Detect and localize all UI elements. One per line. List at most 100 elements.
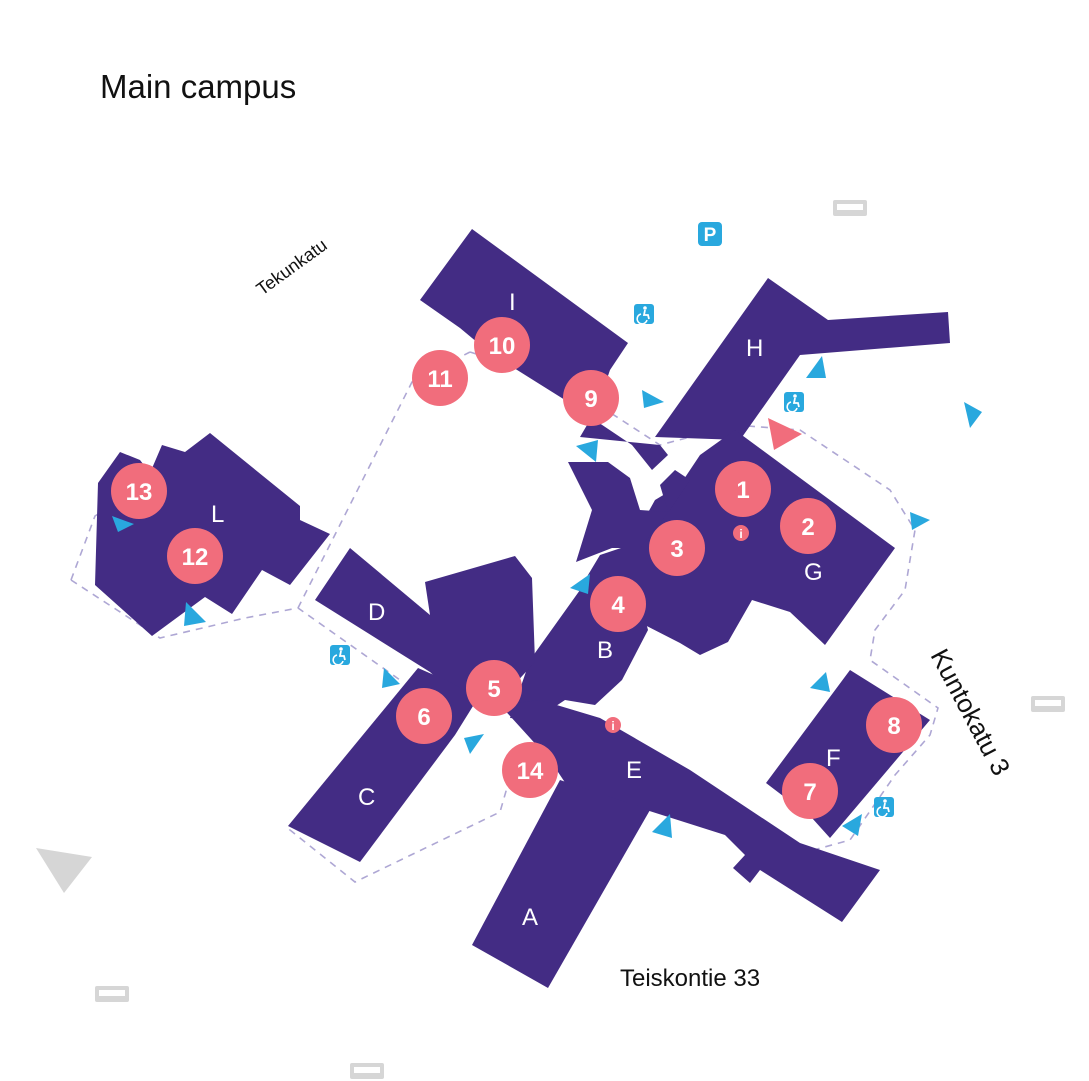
marker-6[interactable]: 6 [396,688,452,744]
entrance-arrows [112,356,982,838]
parking-label: P [704,225,717,246]
street-label-kuntokatu: Kuntokatu 3 [925,644,1017,781]
entrance-arrow-icon [576,440,598,462]
bus-stop-icon [350,1063,384,1079]
building-label-d: D [368,599,385,626]
marker-9[interactable]: 9 [563,370,619,426]
entrance-arrow-icon [910,512,930,530]
marker-2[interactable]: 2 [780,498,836,554]
info-icon: i [605,717,621,733]
entrance-arrow-icon [184,602,206,626]
walkway [734,424,939,863]
marker-label: 10 [489,333,516,360]
marker-11[interactable]: 11 [412,350,468,406]
main-entrance-icon [768,418,802,450]
street-label-teiskontie: Teiskontie 33 [620,965,760,992]
wheelchair-icon [874,797,894,818]
walkway [288,659,516,883]
road-kuntokatu-stub-right [893,390,970,392]
entrance-arrow-icon [652,814,672,838]
marker-label: 14 [517,758,544,785]
building-label-c: C [358,784,375,811]
parking-icon: P [698,222,722,246]
entrance-arrow-icon [842,814,862,836]
building-label-g: G [804,559,823,586]
building-label-h: H [746,335,763,362]
building-label-b: B [597,637,613,664]
road-teiskontie [62,1015,1089,1043]
roads [36,5,1089,1043]
wheelchair-icon [634,304,654,325]
building-label-i: I [509,289,516,316]
bus-stops [95,200,1065,1079]
marker-label: 4 [611,592,625,619]
marker-8[interactable]: 8 [866,697,922,753]
marker-7[interactable]: 7 [782,763,838,819]
info-label: i [611,719,614,733]
accessible-icons [330,304,894,818]
road-tekunkatu-stub-2 [652,86,655,118]
marker-1[interactable]: 1 [715,461,771,517]
exit-arrowhead [36,848,92,893]
info-icon: i [733,525,749,541]
marker-10[interactable]: 10 [474,317,530,373]
bus-stop-icon [95,986,129,1002]
marker-label: 13 [126,479,153,506]
building-d [315,548,535,700]
marker-label: 6 [417,704,430,731]
building-e [500,700,880,922]
marker-12[interactable]: 12 [167,528,223,584]
entrance-arrow-icon [642,390,664,408]
building-b-connector [568,462,690,562]
marker-4[interactable]: 4 [590,576,646,632]
walkway [70,579,401,681]
building-label-f: F [826,745,841,772]
marker-label: 1 [736,477,749,504]
building-label-e: E [626,757,642,784]
marker-label: 11 [427,366,452,393]
road-west-vertical [92,668,170,885]
road-tekunkatu-stub [338,273,358,305]
marker-label: 7 [803,779,816,806]
road-west-exit [66,862,240,1030]
entrance-arrow-icon [112,516,134,532]
road-kuntokatu [868,5,1055,1040]
wheelchair-icon [784,392,804,413]
entrance-arrow-icon [810,672,830,692]
marker-label: 8 [887,713,900,740]
marker-label: 5 [487,676,500,703]
marker-label: 2 [801,514,814,541]
road-kuntokatu-parking [860,400,972,528]
marker-14[interactable]: 14 [502,742,558,798]
marker-3[interactable]: 3 [649,520,705,576]
map-title: Main campus [100,68,297,105]
building-f [766,670,930,838]
info-label: i [739,527,742,541]
building-c [288,668,478,862]
road-kuntokatu-stub-mid [908,600,998,608]
bus-stop-icon [833,200,867,216]
marker-label: 3 [670,536,683,563]
marker-label: 9 [584,386,597,413]
marker-5[interactable]: 5 [466,660,522,716]
street-label-tekunkatu: Tekunkatu [253,235,331,299]
entrance-arrow-icon [382,668,400,688]
numbered-markers: 1 2 3 4 5 6 7 8 9 10 11 12 13 14 [111,317,922,819]
bus-stop-icon [1031,696,1065,712]
building-label-l: L [211,501,224,528]
building-label-a: A [522,904,538,931]
building-g [585,430,895,655]
marker-label: 12 [182,544,209,571]
walkway [70,501,119,581]
wheelchair-icon [330,645,350,666]
road-kuntokatu-stub-low [1000,826,1026,842]
walkway [297,351,471,609]
entrance-arrow-icon [570,574,590,594]
building-i [420,229,668,470]
entrance-arrow-icon [964,402,982,428]
building-a [472,780,650,988]
building-h [655,278,950,440]
entrance-arrow-icon [464,734,484,754]
marker-13[interactable]: 13 [111,463,167,519]
